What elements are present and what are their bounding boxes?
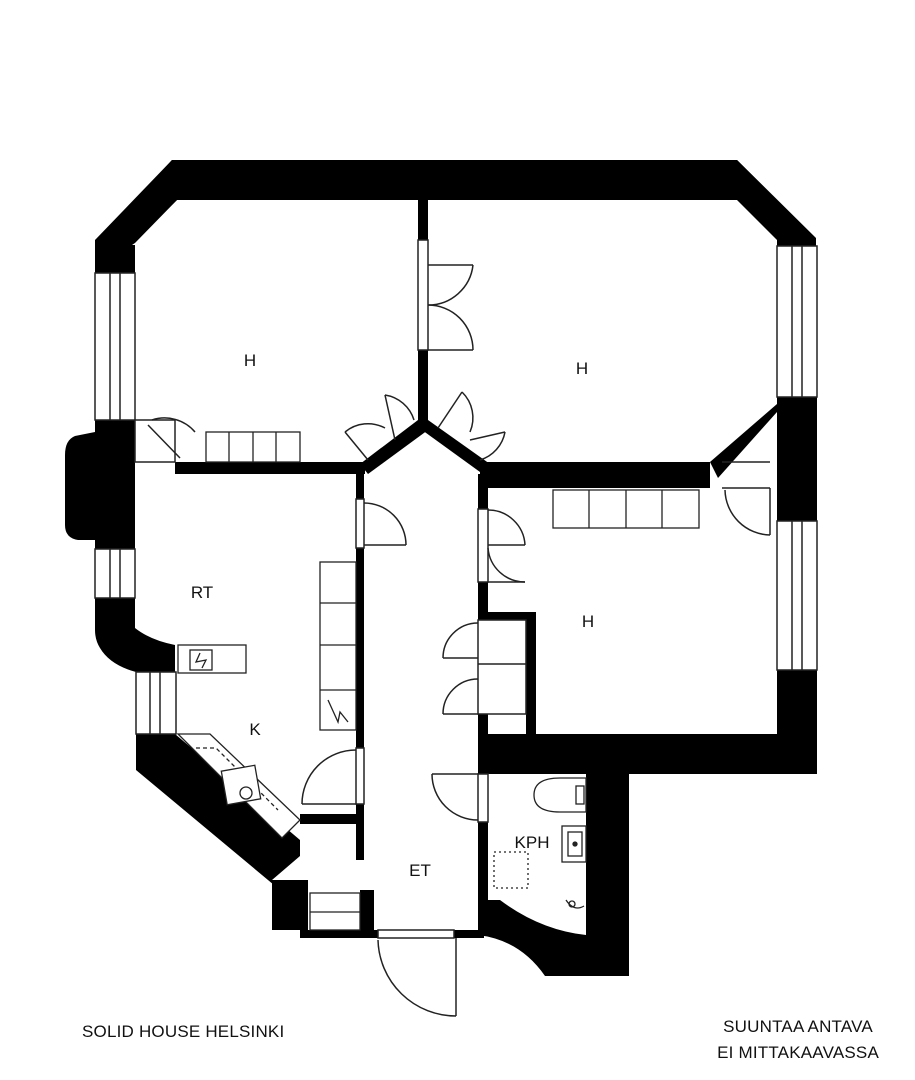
chimney	[65, 432, 95, 540]
wall-top-left-chamfer	[95, 160, 177, 270]
wall-hall-left-2	[356, 548, 364, 748]
wall-hall-diagonal-right	[422, 420, 490, 472]
label-bedroom-1: H	[244, 351, 256, 370]
wall-kitchen-bottom	[300, 814, 358, 824]
label-hallway: ET	[409, 861, 431, 880]
wall-bottom-left-stub	[272, 880, 308, 930]
disclaimer-line-2: EI MITTAKAAVASSA	[717, 1043, 879, 1062]
door-between-bedrooms	[417, 239, 474, 351]
label-living-room: RT	[191, 583, 213, 602]
wardrobe-bedroom1	[205, 431, 301, 463]
door-living-room	[355, 498, 407, 549]
bathroom-sink	[561, 825, 587, 863]
door-bedroom1-closet	[134, 417, 196, 463]
fixtures	[176, 431, 700, 931]
bathroom-shower	[493, 851, 585, 909]
wall-bedroom2-diagonal	[710, 404, 777, 478]
wall-between-top-bedrooms-lower	[418, 350, 428, 420]
wall-bedroom1-bottom	[175, 462, 365, 474]
door-bedroom3	[477, 508, 526, 583]
wall-bedroom3-closet	[488, 612, 536, 622]
wardrobe-bedroom3	[552, 489, 700, 529]
wall-bottom-entrance-left	[300, 930, 378, 938]
bathroom-toilet	[533, 777, 587, 813]
door-kitchen	[301, 747, 365, 805]
label-bedroom-3: H	[582, 612, 594, 631]
disclaimer: SUUNTAA ANTAVA EI MITTAKAAVASSA	[717, 1014, 879, 1066]
cabinet-living-room	[319, 561, 357, 731]
wall-left-upper	[95, 245, 135, 273]
wall-bathroom-top	[480, 764, 586, 770]
door-bathroom	[431, 773, 489, 823]
stove-counter	[177, 644, 247, 674]
wall-top	[95, 160, 777, 270]
entrance-bench	[309, 892, 361, 931]
wall-hall-right-4	[478, 822, 488, 902]
window-left-upper	[94, 272, 136, 421]
door-entrance	[377, 929, 457, 1017]
window-right-lower	[776, 520, 818, 671]
wall-hall-left-3	[356, 804, 364, 854]
doors	[134, 239, 771, 1017]
interior-walls	[175, 200, 777, 938]
wall-hall-right-3	[478, 714, 488, 774]
wall-bottom-entrance-right	[454, 930, 484, 938]
wall-hall-right-1	[478, 474, 488, 509]
wall-hall-right-2	[478, 582, 488, 620]
wall-bedroom3-closet-side	[526, 612, 536, 734]
door-bedroom2	[437, 391, 506, 461]
wall-hall-left-1	[356, 474, 364, 499]
wall-entrance-side-left	[356, 854, 364, 860]
door-hall-closet	[442, 619, 527, 715]
wall-top-right-chamfer	[720, 160, 816, 246]
wall-hall-diagonal-left	[360, 420, 428, 474]
wall-bedroom3-top	[480, 462, 710, 488]
wall-left-chimney	[95, 425, 135, 549]
window-left-mid	[94, 548, 136, 599]
wall-right-top	[777, 397, 817, 521]
kitchen-counter	[176, 733, 301, 839]
wall-right-lower	[777, 670, 817, 734]
door-bedroom1	[344, 394, 415, 461]
wall-between-top-bedrooms-upper	[418, 200, 428, 240]
label-bedroom-2: H	[576, 359, 588, 378]
wall-left-lower	[95, 598, 175, 672]
window-kitchen	[135, 671, 177, 735]
wall-bathroom-bottom	[478, 900, 629, 976]
room-labels: H H H RT K ET KPH	[191, 351, 594, 880]
window-right-upper	[776, 245, 818, 398]
windows	[94, 245, 818, 735]
brand-label: SOLID HOUSE HELSINKI	[82, 1022, 285, 1041]
door-bedroom2-closet	[722, 461, 771, 536]
label-kitchen: K	[249, 720, 261, 739]
wall-kitchen-diagonal	[136, 734, 300, 930]
wall-entrance-jamb	[360, 890, 374, 938]
label-bathroom: KPH	[515, 833, 550, 852]
outer-walls	[65, 160, 817, 976]
disclaimer-line-1: SUUNTAA ANTAVA	[723, 1017, 873, 1036]
